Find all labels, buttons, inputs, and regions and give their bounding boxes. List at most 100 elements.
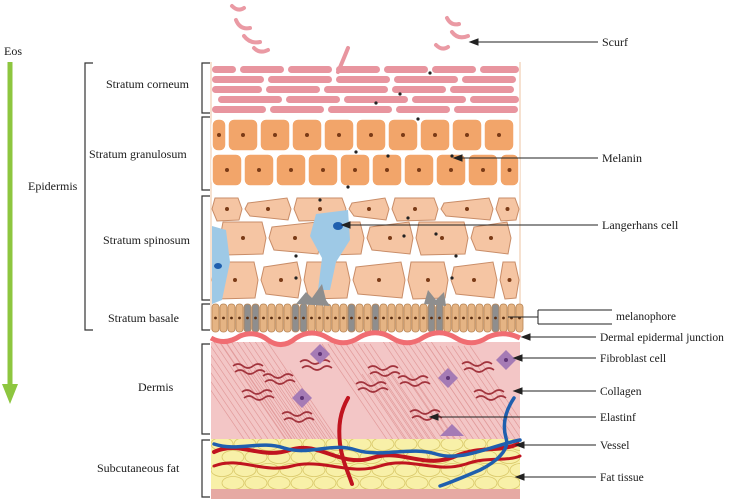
fat-cell [371, 439, 395, 451]
scurf-flakes [230, 4, 470, 54]
elastin-fiber [475, 395, 507, 401]
cell-nucleus [350, 316, 353, 320]
cell-nucleus [326, 316, 329, 320]
cell-nucleus [342, 316, 345, 320]
cell-nucleus [382, 316, 385, 320]
cell-nucleus [273, 133, 277, 137]
elastin-fibers [232, 359, 507, 423]
cell-nucleus [413, 207, 417, 211]
stratum-basale-label: Stratum basale [108, 311, 179, 325]
cell-nucleus [494, 316, 497, 320]
cell-nucleus [337, 133, 341, 137]
cell-nucleus [225, 207, 229, 211]
cell-nucleus [422, 316, 425, 320]
corneum-cell [270, 106, 324, 113]
corneum-cell [412, 96, 466, 103]
melanin-granule [354, 150, 358, 154]
elastin-fiber [355, 381, 387, 387]
cell-nucleus [369, 133, 373, 137]
eos-arrow-head [2, 384, 18, 404]
melanophore-dendrite [296, 284, 330, 306]
blood-vessels [212, 396, 522, 488]
cell-nucleus [433, 133, 437, 137]
melanin-granule [450, 154, 454, 158]
cell-nucleus [353, 168, 357, 172]
elastin-fiber [369, 371, 401, 377]
fat-cell [394, 463, 418, 477]
cell-nucleus [507, 278, 512, 282]
cell-nucleus [310, 316, 313, 320]
cell-nucleus [470, 316, 473, 320]
cell-nucleus [465, 133, 469, 137]
corneum-cell [394, 76, 458, 83]
corneum-cell [454, 106, 518, 113]
cell-nucleus [278, 316, 281, 320]
cell-nucleus [486, 316, 489, 320]
elastin-fiber [243, 395, 275, 401]
corneum-cell [392, 86, 446, 93]
cell-nucleus [390, 316, 393, 320]
dermis-label: Dermis [138, 380, 174, 394]
langerhans-cell [310, 210, 350, 290]
annotation-dermal-epidermal-junction: Dermal epidermal junction [600, 332, 724, 344]
cell-nucleus [497, 133, 501, 137]
cell-nucleus [401, 133, 405, 137]
corneum-cell [480, 66, 519, 73]
pointer-lines [340, 38, 612, 481]
annotation-collagen: Collagen [600, 386, 642, 398]
corneum-cell [470, 96, 519, 103]
elastin-fiber [241, 389, 273, 395]
corneum-flake [336, 46, 350, 74]
cell-nucleus [507, 168, 512, 172]
cell-nucleus [426, 278, 430, 282]
elastin-fiber [281, 411, 313, 417]
cell-nucleus [385, 168, 389, 172]
corneum-cell [344, 96, 408, 103]
cell-nucleus [214, 316, 217, 320]
fibroblast-nucleus [318, 352, 322, 356]
cell-nucleus [438, 316, 441, 320]
annotation-langerhans-cell: Langerhans cell [602, 218, 679, 232]
stratum-corneum-layer [212, 46, 519, 113]
cell-nucleus [334, 316, 337, 320]
cell-nucleus [502, 316, 505, 320]
cell-nucleus [279, 278, 283, 282]
melanin-granule [398, 92, 402, 96]
elastin-fiber [301, 365, 333, 371]
melanin-granule [294, 276, 298, 280]
melanin-granule [450, 276, 454, 280]
stratum-granulosum-label: Stratum granulosum [89, 147, 187, 161]
fat-cell [221, 476, 245, 489]
cell-nucleus [489, 236, 493, 240]
melanin-granule [406, 216, 410, 220]
cell-nucleus [481, 168, 485, 172]
elastin-fiber [473, 389, 505, 395]
fat-cell [244, 476, 268, 489]
elastin-fiber [232, 363, 264, 369]
cell-nucleus [293, 236, 297, 240]
fat-cell [405, 476, 429, 489]
cell-nucleus [241, 133, 245, 137]
cell-nucleus [398, 316, 401, 320]
bracket-granulosum [201, 116, 210, 191]
fibroblast-nucleus [504, 358, 508, 362]
cell-nucleus [449, 168, 453, 172]
cell-nucleus [366, 316, 369, 320]
cell-nucleus [230, 316, 233, 320]
cell-nucleus [222, 316, 225, 320]
dermis-bracket [201, 343, 210, 435]
cell-nucleus [321, 168, 325, 172]
fat-cell [486, 463, 510, 477]
epidermis-label: Epidermis [28, 179, 78, 193]
cell-nucleus [257, 168, 261, 172]
cell-nucleus [318, 316, 321, 320]
elastin-fiber [463, 367, 495, 373]
cell-nucleus [266, 207, 270, 211]
epidermis-bracket [84, 62, 93, 331]
fat-cell [382, 476, 406, 489]
fat-cell [313, 476, 337, 489]
melanin-granule [428, 71, 432, 75]
cell-nucleus [262, 316, 265, 320]
annotation-fibroblast-cell: Fibroblast cell [600, 353, 667, 365]
cell-nucleus [294, 316, 297, 320]
